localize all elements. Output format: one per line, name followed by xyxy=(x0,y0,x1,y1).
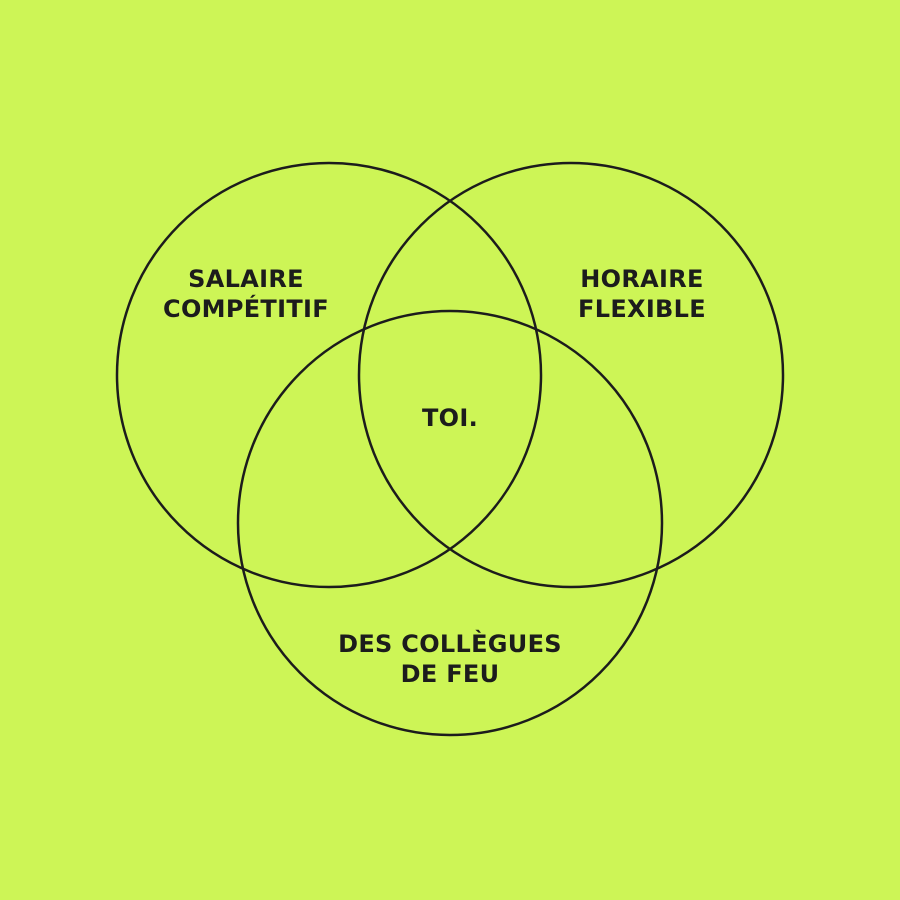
label-schedule-line-2: FLEXIBLE xyxy=(578,295,706,323)
label-intersection: TOI. xyxy=(422,403,478,433)
label-schedule: HORAIRE FLEXIBLE xyxy=(578,264,706,324)
label-colleagues-line-2: DE FEU xyxy=(400,660,500,688)
label-colleagues-line-1: DES COLLÈGUES xyxy=(338,630,562,658)
circle-colleagues xyxy=(236,309,664,737)
label-intersection-text: TOI. xyxy=(421,404,479,432)
circle-salary xyxy=(115,161,543,589)
label-salary: SALAIRE COMPÉTITIF xyxy=(163,264,329,324)
label-salary-line-1: SALAIRE xyxy=(188,265,304,293)
label-salary-line-2: COMPÉTITIF xyxy=(163,295,329,323)
circle-schedule xyxy=(357,161,785,589)
label-schedule-line-1: HORAIRE xyxy=(580,265,704,293)
label-colleagues: DES COLLÈGUES DE FEU xyxy=(338,629,562,689)
